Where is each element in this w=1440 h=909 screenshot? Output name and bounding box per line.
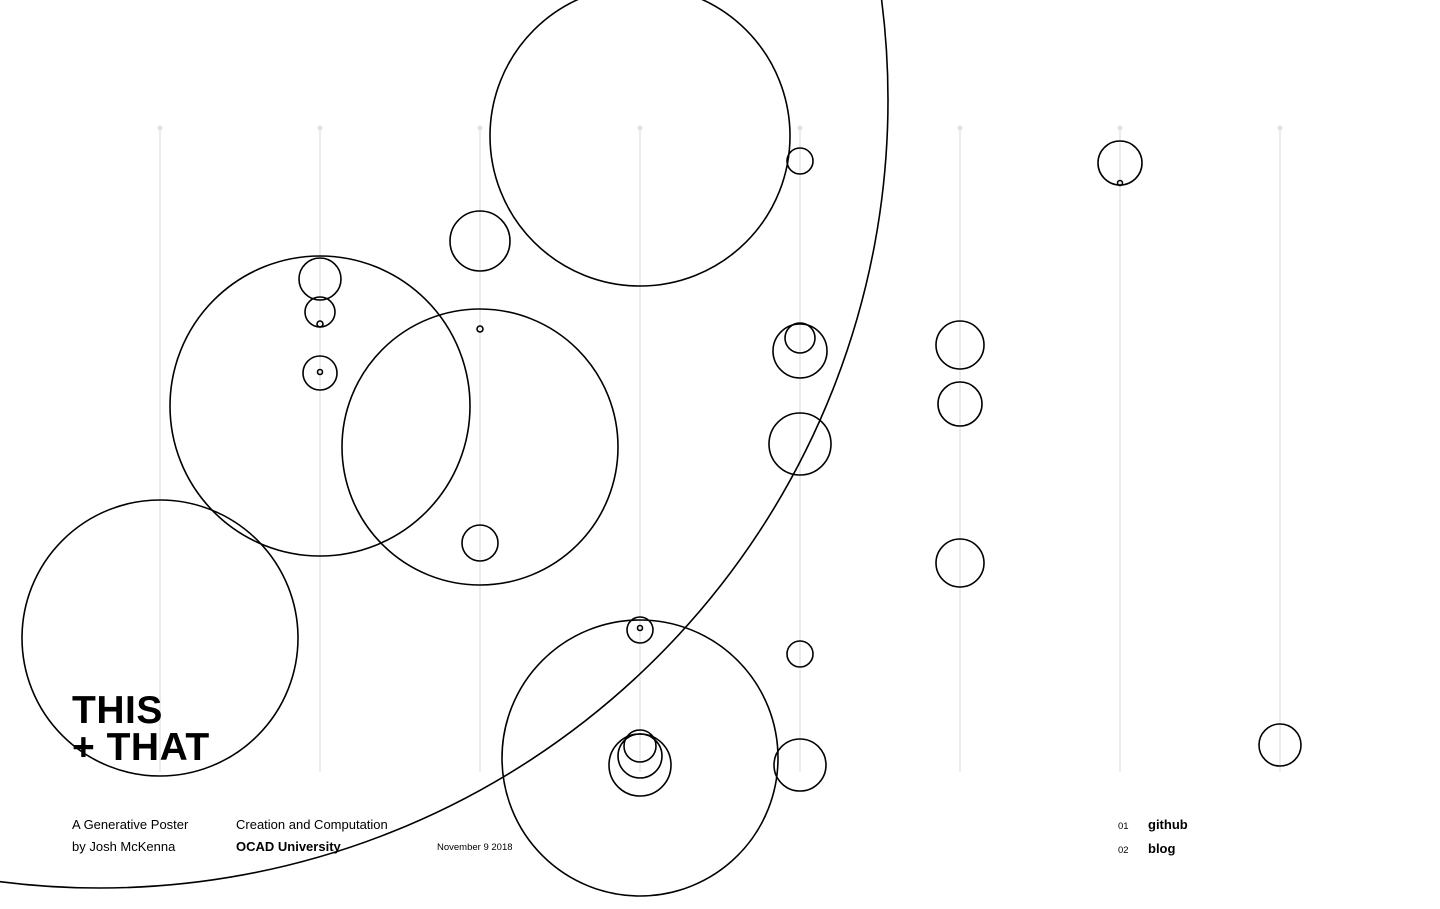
circle [636, 624, 644, 632]
description-line: A Generative Poster [72, 817, 189, 832]
circle [617, 733, 663, 779]
poster-date: November 9 2018 [437, 842, 513, 853]
circle [626, 616, 654, 644]
github-link[interactable]: github [1148, 817, 1188, 832]
link-github[interactable]: 01 github [1118, 814, 1188, 838]
title-line-that: + THAT [72, 726, 210, 769]
circle [1116, 179, 1124, 187]
link-number: 01 [1118, 821, 1129, 832]
large-arc-circle [0, 0, 889, 889]
circle [316, 368, 324, 376]
column-guides [157, 125, 1283, 772]
external-links: 01 github 02 blog [1118, 814, 1188, 862]
column-guide-dot [1117, 125, 1123, 131]
university-name: OCAD University [236, 839, 341, 854]
poster-description: A Generative Poster by Josh McKenna [72, 814, 188, 858]
circle [316, 320, 324, 328]
column-guide-dot [317, 125, 323, 131]
circle [1258, 723, 1302, 767]
circle [772, 323, 828, 379]
circle [169, 255, 471, 557]
circle [476, 325, 484, 333]
column-guide-dot [957, 125, 963, 131]
circle [341, 308, 619, 586]
circle [449, 210, 511, 272]
circle [786, 147, 814, 175]
circle [786, 640, 814, 668]
link-number: 02 [1118, 845, 1129, 856]
circle [298, 257, 342, 301]
circle [773, 738, 827, 792]
circle [935, 538, 985, 588]
title-line-this: THIS [72, 689, 163, 732]
course-info: Creation and Computation OCAD University [236, 814, 388, 858]
circle [935, 320, 985, 370]
circle [623, 729, 657, 763]
author-line: by Josh McKenna [72, 839, 176, 854]
column-guide-dot [637, 125, 643, 131]
circle [489, 0, 791, 287]
circle [302, 355, 338, 391]
column-guide-dot [797, 125, 803, 131]
circle-group [0, 0, 1302, 897]
circle [461, 524, 499, 562]
link-blog[interactable]: 02 blog [1118, 838, 1188, 862]
circle [21, 499, 299, 777]
circle [501, 619, 779, 897]
column-guide-dot [157, 125, 163, 131]
column-guide-dot [1277, 125, 1283, 131]
circle [784, 322, 816, 354]
circle [937, 381, 983, 427]
circle [768, 412, 832, 476]
poster-title: THIS + THAT [72, 689, 210, 769]
blog-link[interactable]: blog [1148, 841, 1176, 856]
column-guide-dot [477, 125, 483, 131]
course-name: Creation and Computation [236, 817, 388, 832]
